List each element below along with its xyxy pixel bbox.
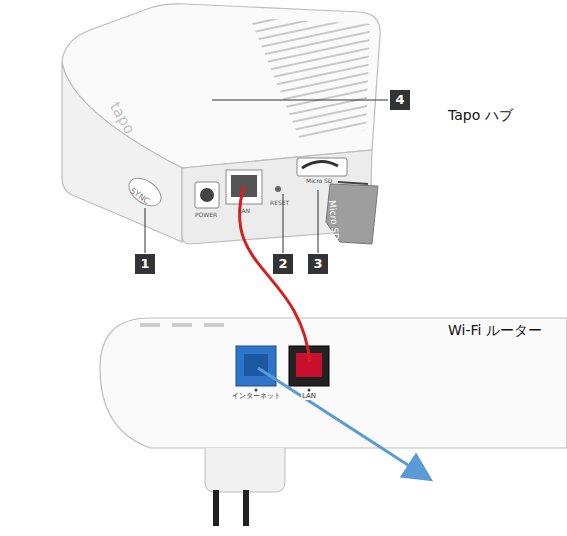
callout-number: 1 [135,254,155,274]
leader-lines [145,100,388,253]
device-label: Wi-Fi ルーター [448,323,542,337]
slot-label: Micro SD [306,178,332,184]
internet-arrow [258,368,428,478]
port-label: LAN [301,393,317,400]
port-label: RESET [270,200,289,206]
wifi-router [100,318,567,526]
port-label: LAN [238,208,250,214]
callout-number: 4 [390,90,410,110]
card-label: Micro SD [327,200,339,240]
device-label: Tapo ハブ [448,108,513,122]
lan-cable [240,186,310,362]
callout-number: 2 [273,254,293,274]
port-label: インターネット [231,393,282,400]
port-label: POWER [195,212,217,218]
callout-number: 3 [308,254,328,274]
tapo-hub [62,4,380,244]
